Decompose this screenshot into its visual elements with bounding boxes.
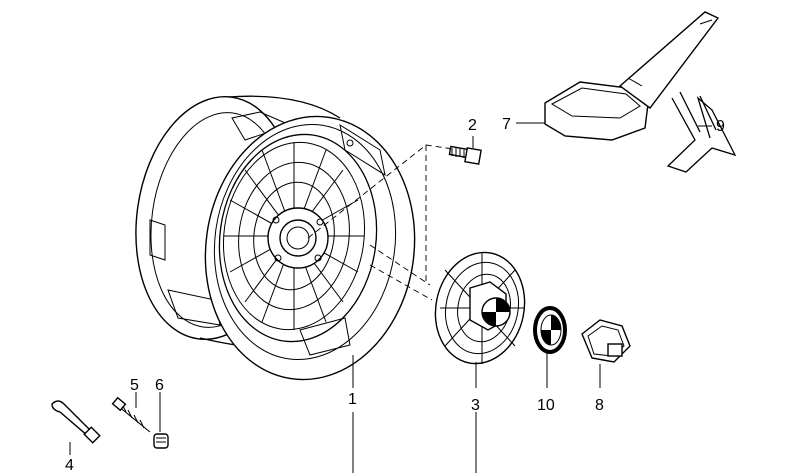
assembly-line-cap-bottom bbox=[369, 145, 433, 301]
callout-label-7: 7 bbox=[502, 116, 511, 133]
assembly-line-cap-top bbox=[369, 244, 431, 286]
valve-insert-drawing bbox=[111, 396, 151, 433]
callout-label-1: 1 bbox=[348, 391, 357, 408]
callout-label-2: 2 bbox=[468, 117, 477, 134]
valve-drawing bbox=[51, 400, 101, 444]
callout-label-6: 6 bbox=[155, 377, 164, 394]
rim-drawing bbox=[135, 95, 416, 381]
rim-lattice bbox=[222, 141, 366, 331]
callout-label-9: 9 bbox=[716, 118, 725, 135]
retaining-clip-drawing bbox=[666, 91, 737, 173]
callout-label-5: 5 bbox=[130, 377, 139, 394]
valve-cap-drawing bbox=[153, 433, 169, 449]
leader-lines bbox=[69, 122, 712, 473]
callout-label-3: 3 bbox=[471, 397, 480, 414]
callout-label-10: 10 bbox=[537, 397, 555, 414]
callout-label-4: 4 bbox=[65, 457, 74, 473]
bolt-drawing bbox=[448, 145, 482, 165]
bolt-wrench-drawing bbox=[544, 11, 720, 141]
callout-label-8: 8 bbox=[595, 397, 604, 414]
hub-cap-drawing bbox=[434, 251, 526, 365]
emblem-drawing bbox=[533, 306, 567, 354]
wheel-lock-drawing bbox=[581, 319, 631, 363]
